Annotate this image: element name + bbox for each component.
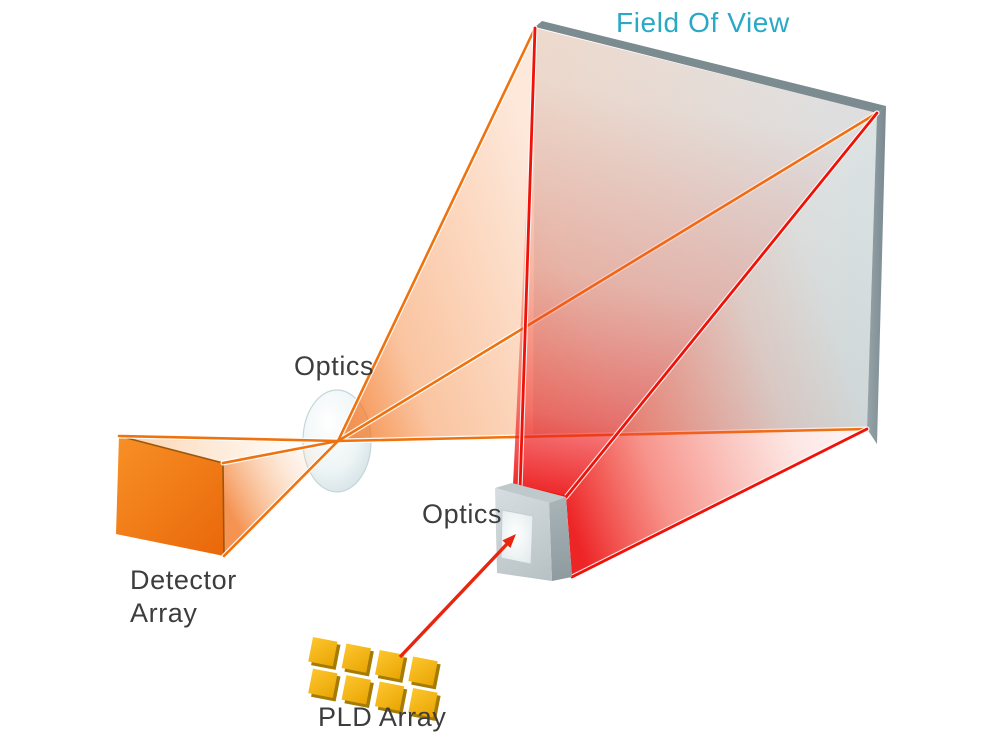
pointer-arrow — [398, 534, 516, 659]
screen-edge-right — [867, 106, 886, 444]
pld-cell — [374, 681, 405, 711]
beam-line-detector-mid — [221, 439, 340, 465]
beam-line-screen-topleft — [336, 26, 537, 443]
beam-line-detector-bottom — [222, 439, 340, 558]
projector-aperture — [500, 509, 534, 565]
pld-cell — [408, 688, 438, 718]
optics-projector-label: Optics — [422, 499, 503, 529]
optics-lens-label: Optics — [294, 351, 375, 381]
pld-grid — [308, 637, 441, 721]
pld-cell — [341, 675, 371, 705]
pld-cell — [308, 637, 338, 667]
red-beam-lines — [511, 25, 880, 580]
red-line-bottomright — [570, 427, 869, 579]
projector-top-face — [495, 483, 566, 503]
pld-cell — [374, 649, 405, 680]
detector-array-label-line2: Array — [130, 597, 198, 628]
pld-cell — [408, 656, 438, 686]
red-line-topright — [564, 111, 879, 499]
projector-box — [495, 483, 572, 581]
detector-beam-top — [119, 436, 338, 463]
detector-array-label: Detector Array — [130, 564, 237, 630]
field-of-view-label: Field Of View — [616, 7, 790, 38]
detector-array-label-line1: Detector — [130, 565, 237, 595]
screen-edge-top — [535, 21, 886, 113]
pld-array-label: PLD Array — [318, 702, 447, 732]
red-line-topleft — [518, 26, 537, 493]
pld-cell — [308, 668, 338, 698]
projector-right-face — [549, 497, 572, 581]
detector-box-face — [116, 436, 224, 556]
red-beam-main — [513, 28, 877, 497]
arrowhead — [502, 534, 516, 548]
pld-cell — [341, 643, 371, 673]
beam-line-detector-top — [117, 434, 340, 443]
